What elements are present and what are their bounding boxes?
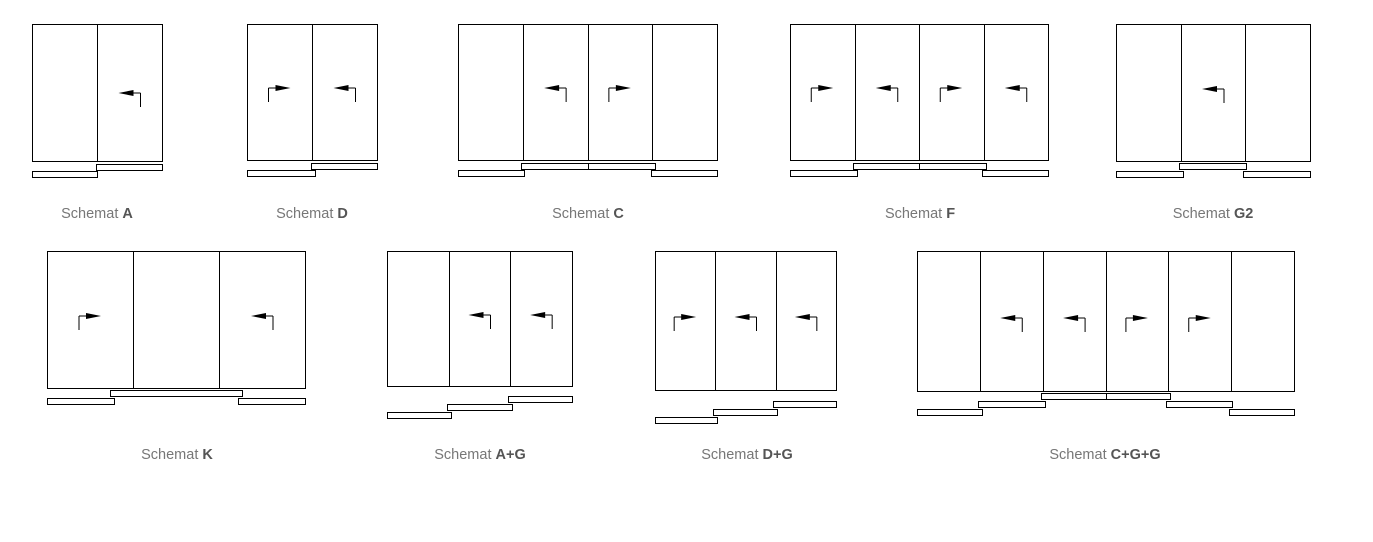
track-rail — [1243, 171, 1311, 178]
arrow-head — [1202, 86, 1217, 92]
arrow-head — [734, 314, 750, 320]
track-rail — [917, 409, 983, 416]
caption-cgg: Schemat C+G+G — [1049, 447, 1161, 463]
caption-g2: Schemat G2 — [1172, 206, 1254, 222]
slide-arrow-right-icon — [673, 314, 697, 331]
scheme-a — [32, 24, 163, 178]
caption-c: Schemat C — [552, 206, 624, 222]
arrow-head — [947, 85, 963, 91]
slide-arrow-left-icon — [544, 85, 567, 102]
slide-arrow-left-icon — [333, 85, 356, 102]
arrow-head — [1132, 315, 1148, 321]
track-rail — [1116, 171, 1184, 178]
track-rail — [521, 163, 589, 170]
track-rail — [982, 170, 1049, 177]
track-rail — [1166, 401, 1233, 408]
track-rail — [853, 163, 920, 170]
track-rail — [773, 401, 837, 408]
arrow-head — [1004, 85, 1020, 91]
caption-ag: Schemat A+G — [434, 447, 526, 463]
caption-d: Schemat D — [276, 206, 348, 222]
slide-arrow-right-icon — [78, 313, 101, 330]
scheme-c — [458, 24, 718, 177]
scheme-d — [247, 24, 378, 177]
arrow-head — [333, 85, 349, 91]
arrow-head — [251, 313, 266, 319]
scheme-ag — [387, 251, 573, 419]
track-rail — [790, 170, 858, 177]
arrow-head — [1000, 315, 1016, 321]
scheme-g2 — [1116, 24, 1311, 178]
track-rail — [713, 409, 778, 416]
scheme-frame — [655, 251, 837, 391]
arrow-head — [1195, 315, 1211, 321]
slide-arrow-left-icon — [1000, 315, 1023, 332]
slide-arrow-left-icon — [875, 85, 899, 102]
arrow-head — [544, 85, 560, 91]
caption-f: Schemat F — [884, 206, 956, 222]
track-rail — [508, 396, 573, 403]
track-rail — [247, 170, 316, 177]
scheme-frame — [1116, 24, 1311, 162]
slide-arrow-left-icon — [251, 313, 274, 330]
track-rail — [96, 164, 163, 171]
arrow-head — [875, 85, 891, 91]
track-rail — [978, 401, 1046, 408]
slide-arrow-right-icon — [939, 85, 963, 102]
arrow-head — [818, 85, 834, 91]
slide-arrow-right-icon — [1125, 315, 1148, 332]
track-rail — [655, 417, 718, 424]
scheme-k — [47, 251, 306, 405]
slide-arrow-left-icon — [734, 314, 757, 331]
track-rail — [1179, 163, 1247, 170]
scheme-f — [790, 24, 1049, 177]
arrow-head — [794, 314, 810, 320]
slide-arrow-right-icon — [810, 85, 834, 102]
track-rail — [588, 163, 656, 170]
track-rail — [1041, 393, 1107, 400]
caption-dg: Schemat D+G — [701, 447, 793, 463]
arrow-head — [1063, 315, 1079, 321]
arrow-head — [86, 313, 101, 319]
track-rail — [110, 390, 243, 397]
track-rail — [47, 398, 115, 405]
track-rail — [32, 171, 98, 178]
scheme-frame — [387, 251, 573, 387]
track-rail — [651, 170, 718, 177]
track-rail — [1106, 393, 1171, 400]
arrow-head — [118, 90, 134, 96]
slide-arrow-left-icon — [530, 312, 553, 329]
arrow-head — [615, 85, 631, 91]
scheme-dg — [655, 251, 837, 424]
track-rail — [919, 163, 987, 170]
scheme-frame — [47, 251, 306, 389]
track-rail — [387, 412, 452, 419]
slide-arrow-left-icon — [794, 314, 818, 331]
caption-a: Schemat A — [61, 206, 133, 222]
caption-k: Schemat K — [141, 447, 213, 463]
scheme-cgg — [917, 251, 1295, 416]
slide-arrow-right-icon — [268, 85, 291, 102]
arrow-head — [681, 314, 697, 320]
arrow-head — [530, 312, 546, 318]
slide-arrow-left-icon — [468, 312, 491, 329]
track-rail — [1229, 409, 1295, 416]
arrow-head — [275, 85, 291, 91]
slide-arrow-right-icon — [608, 85, 631, 102]
track-rail — [458, 170, 525, 177]
slide-arrow-left-icon — [1004, 85, 1028, 102]
slide-arrow-left-icon — [1202, 86, 1225, 103]
arrow-head — [468, 312, 484, 318]
track-rail — [311, 163, 378, 170]
slide-arrow-right-icon — [1188, 315, 1211, 332]
track-rail — [238, 398, 306, 405]
slide-arrow-left-icon — [1063, 315, 1086, 332]
track-rail — [447, 404, 513, 411]
slide-arrow-left-icon — [118, 90, 141, 107]
